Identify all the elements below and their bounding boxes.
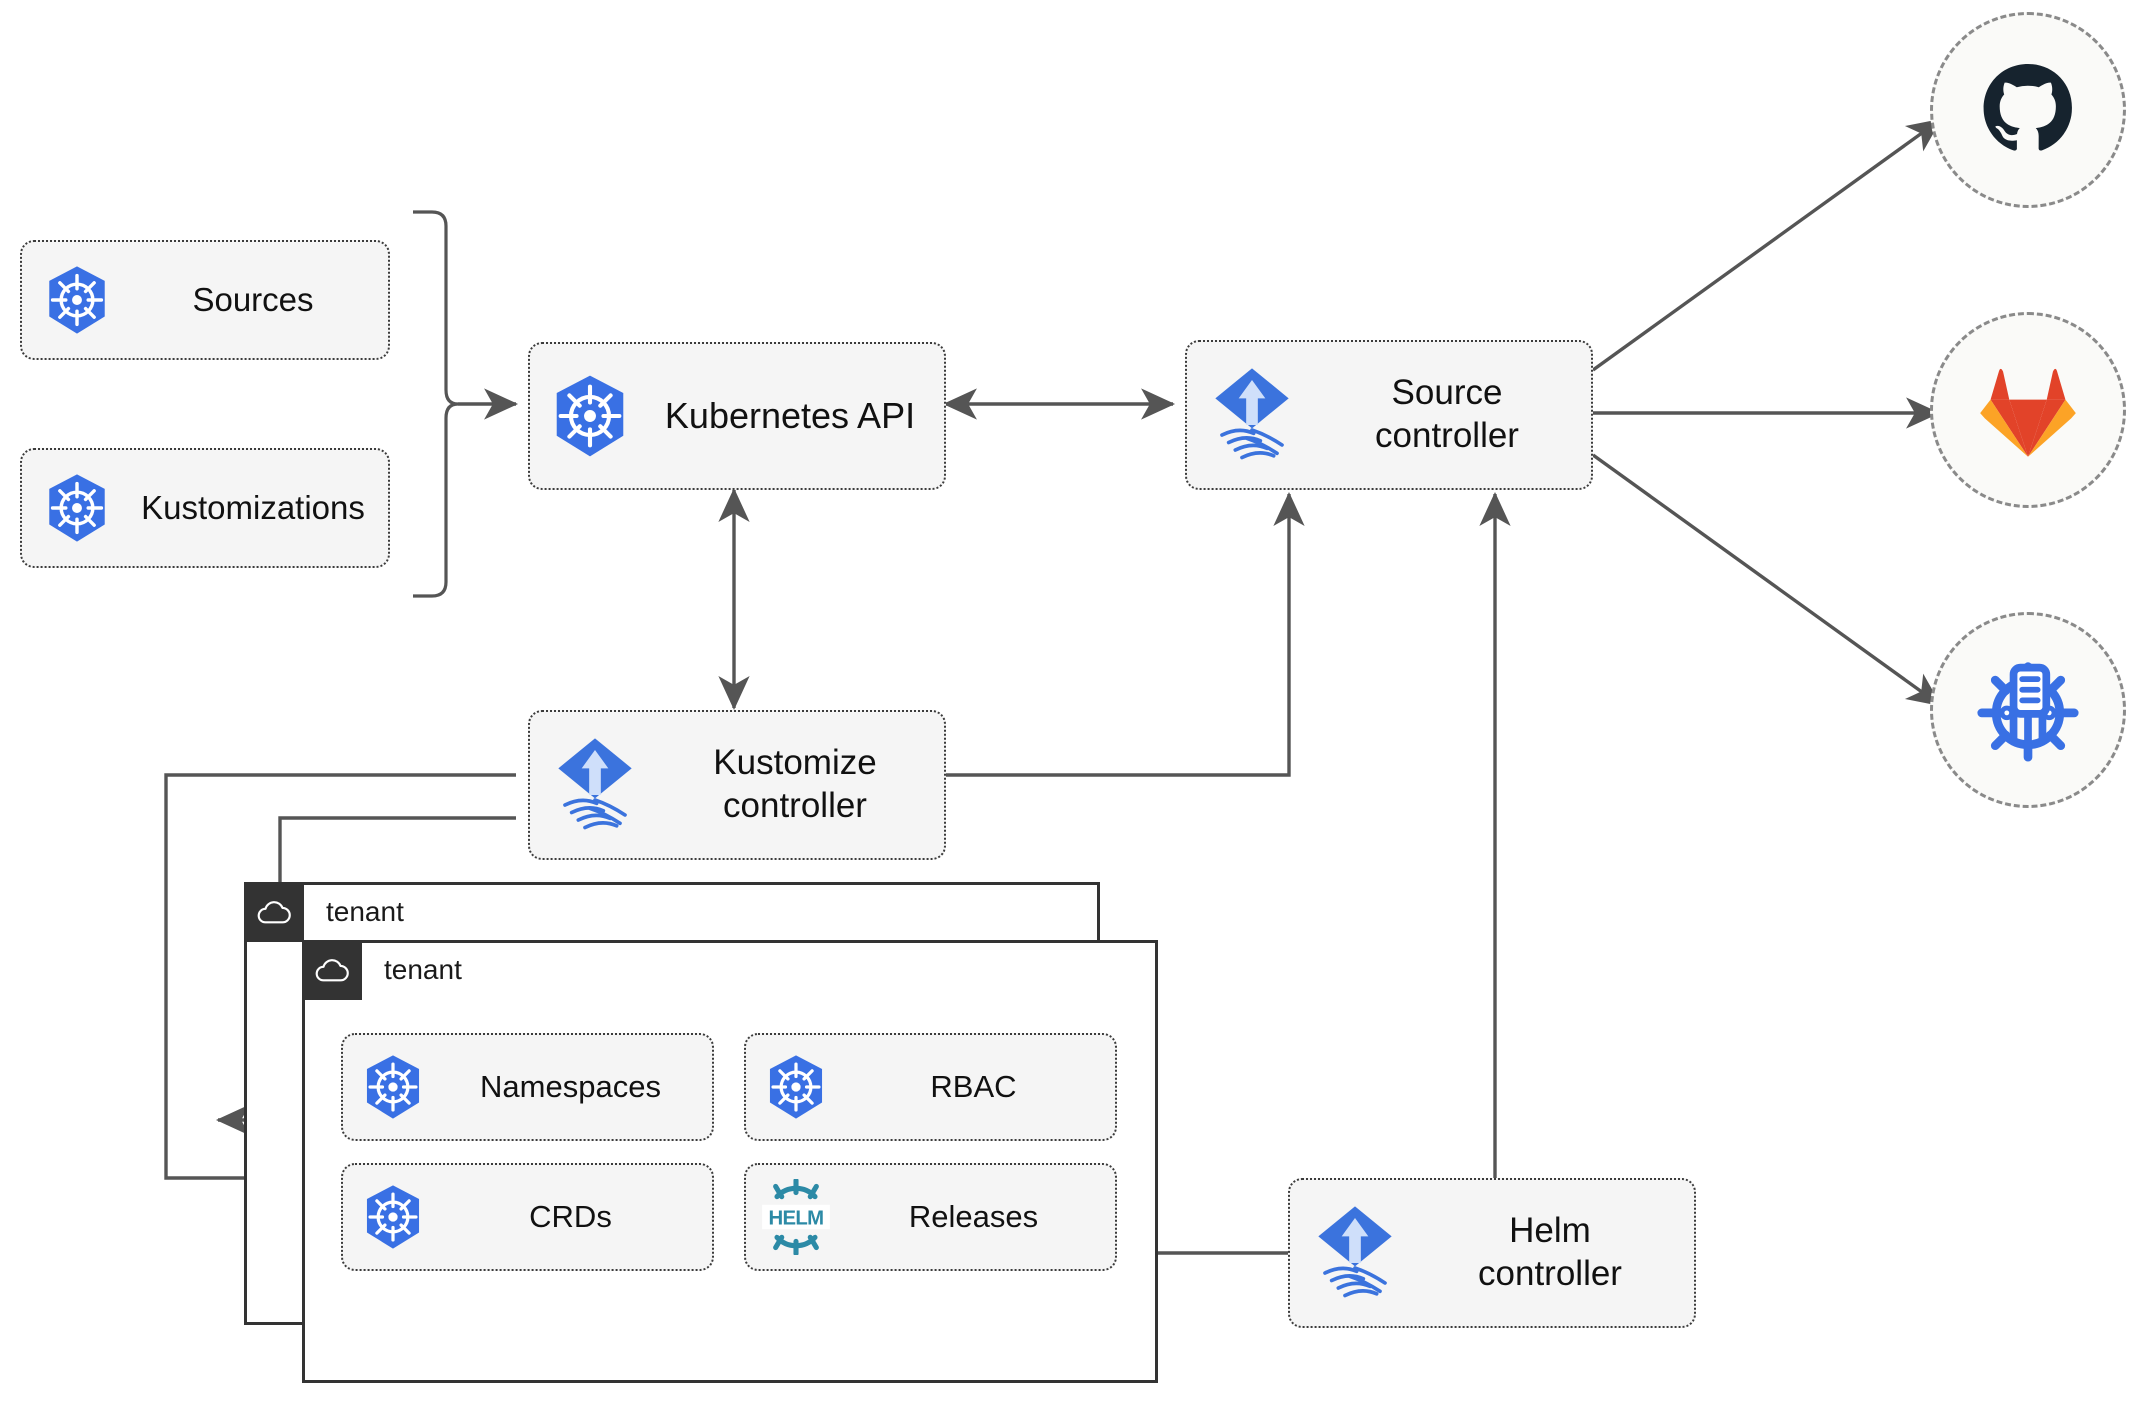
node-kubernetes-api[interactable]: Kubernetes API <box>528 342 946 490</box>
node-helm-controller[interactable]: Helm controller <box>1288 1178 1696 1328</box>
tenant-resource-grid: Namespaces <box>341 1033 1117 1271</box>
crd-group-bracket <box>413 210 459 598</box>
node-label: Source controller <box>1375 373 1519 455</box>
kubernetes-icon <box>343 1184 443 1250</box>
svg-text:HELM: HELM <box>769 1207 824 1229</box>
node-label: Helm controller <box>1478 1211 1622 1293</box>
tenant-name: tenant <box>384 954 462 985</box>
cloud-icon <box>244 882 304 942</box>
node-label: Sources <box>192 280 314 318</box>
github-icon <box>1983 64 2072 151</box>
resource-crds[interactable]: CRDs <box>341 1163 714 1271</box>
wire-source-to-helm-repository <box>1592 453 1942 707</box>
resource-label: Namespaces <box>480 1069 661 1105</box>
kubernetes-icon <box>22 473 132 543</box>
wire-kustomize-to-source <box>945 491 1305 777</box>
resource-namespaces[interactable]: Namespaces <box>341 1033 714 1141</box>
node-sources[interactable]: Sources <box>20 240 390 360</box>
cloud-icon <box>302 940 362 1000</box>
flux-icon <box>530 735 660 835</box>
node-kustomize-controller[interactable]: Kustomize controller <box>528 710 946 860</box>
tenant-container-front[interactable]: tenant <box>302 940 1158 1383</box>
tenant-titlebar: tenant <box>302 940 462 1000</box>
wire-source-to-github <box>1592 118 1942 372</box>
helm-repository-icon <box>1977 662 2079 762</box>
kubernetes-icon <box>22 265 132 335</box>
flux-icon <box>1290 1203 1420 1303</box>
kubernetes-icon <box>343 1054 443 1120</box>
provider-helm-repository[interactable] <box>1930 612 2126 808</box>
resource-label: CRDs <box>529 1199 612 1235</box>
node-source-controller[interactable]: Source controller <box>1185 340 1593 490</box>
kubernetes-icon <box>530 374 650 458</box>
node-kustomizations[interactable]: Kustomizations <box>20 448 390 568</box>
tenant-name: tenant <box>326 896 404 927</box>
tenant-titlebar: tenant <box>244 882 404 942</box>
provider-github[interactable] <box>1930 12 2126 208</box>
node-label: Kustomize controller <box>713 743 877 825</box>
resource-rbac[interactable]: RBAC <box>744 1033 1117 1141</box>
flux-icon <box>1187 365 1317 465</box>
helm-icon: HELM <box>746 1179 846 1255</box>
node-label: Kustomizations <box>141 488 365 526</box>
node-label: Kubernetes API <box>664 395 916 437</box>
resource-label: Releases <box>908 1199 1039 1235</box>
kubernetes-icon <box>746 1054 846 1120</box>
resource-releases[interactable]: HELM Releases <box>744 1163 1117 1271</box>
resource-label: RBAC <box>930 1069 1017 1105</box>
provider-gitlab[interactable] <box>1930 312 2126 508</box>
gitlab-icon <box>1980 368 2076 457</box>
